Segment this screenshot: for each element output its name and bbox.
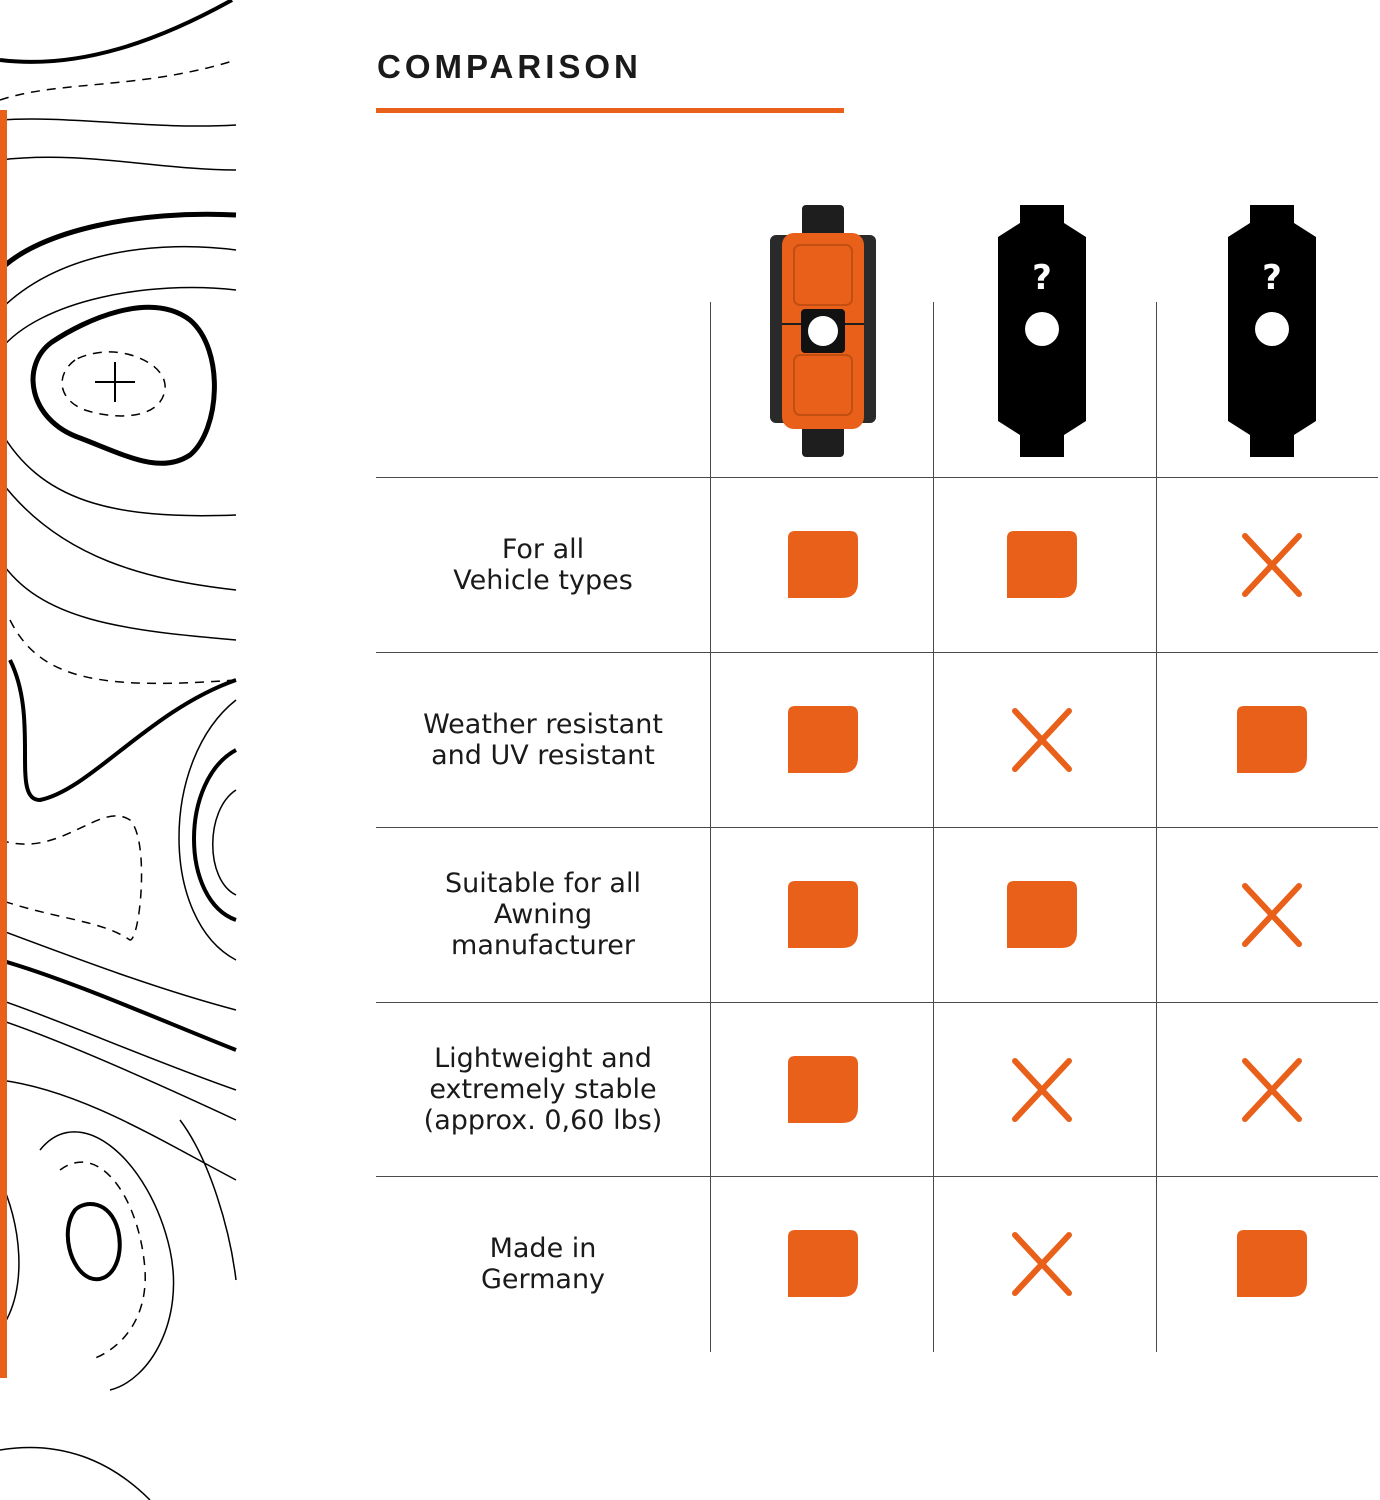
row-divider: [376, 1002, 1378, 1003]
question-mark: ?: [1032, 258, 1052, 298]
orange-square-icon: [1007, 530, 1077, 598]
accent-bar: [0, 110, 7, 1378]
orange-square-icon: [788, 705, 858, 773]
comparison-cell: [783, 1050, 863, 1130]
awning-clamp-product-icon: [770, 205, 876, 457]
product-header-3: ?: [1217, 203, 1327, 463]
orange-square-icon: [1237, 1229, 1307, 1297]
orange-cross-icon: [1012, 1231, 1072, 1296]
column-divider: [1156, 302, 1157, 1352]
question-mark: ?: [1262, 258, 1282, 298]
feature-label: Made in Germany: [480, 1232, 606, 1295]
comparison-cell: [1232, 875, 1312, 955]
product-header-2: ?: [987, 203, 1097, 463]
feature-label: For all Vehicle types: [453, 533, 633, 596]
comparison-cell: [1002, 875, 1082, 955]
orange-square-icon: [1007, 880, 1077, 948]
column-divider: [710, 302, 711, 1352]
title-underline: [376, 108, 844, 113]
row-divider: [376, 477, 1378, 478]
feature-label: Suitable for all Awning manufacturer: [445, 868, 641, 961]
orange-cross-icon: [1242, 1057, 1302, 1122]
comparison-cell: [1232, 700, 1312, 780]
comparison-cell: [783, 1224, 863, 1304]
comparison-cell: [783, 700, 863, 780]
orange-square-icon: [1237, 705, 1307, 773]
feature-label: Weather resistant and UV resistant: [423, 708, 663, 771]
unknown-clamp-icon: ?: [1228, 205, 1316, 457]
topographic-pattern: [0, 0, 237, 1500]
orange-square-icon: [788, 1229, 858, 1297]
comparison-cell: [783, 875, 863, 955]
orange-square-icon: [788, 530, 858, 598]
row-divider: [376, 1176, 1378, 1177]
comparison-cell: [1232, 525, 1312, 605]
product-header-1: [768, 203, 878, 463]
row-divider: [376, 827, 1378, 828]
unknown-clamp-icon: ?: [998, 205, 1086, 457]
orange-cross-icon: [1012, 707, 1072, 772]
orange-cross-icon: [1242, 882, 1302, 947]
comparison-cell: [1002, 525, 1082, 605]
comparison-cell: [1002, 1224, 1082, 1304]
comparison-cell: [1232, 1050, 1312, 1130]
orange-square-icon: [788, 1055, 858, 1123]
comparison-cell: [1232, 1224, 1312, 1304]
comparison-cell: [783, 525, 863, 605]
orange-cross-icon: [1012, 1057, 1072, 1122]
page-title: COMPARISON: [377, 48, 642, 85]
orange-cross-icon: [1242, 532, 1302, 597]
feature-label: Lightweight and extremely stable (approx…: [423, 1043, 663, 1136]
comparison-cell: [1002, 1050, 1082, 1130]
row-divider: [376, 652, 1378, 653]
column-divider: [933, 302, 934, 1352]
orange-square-icon: [788, 880, 858, 948]
comparison-cell: [1002, 700, 1082, 780]
